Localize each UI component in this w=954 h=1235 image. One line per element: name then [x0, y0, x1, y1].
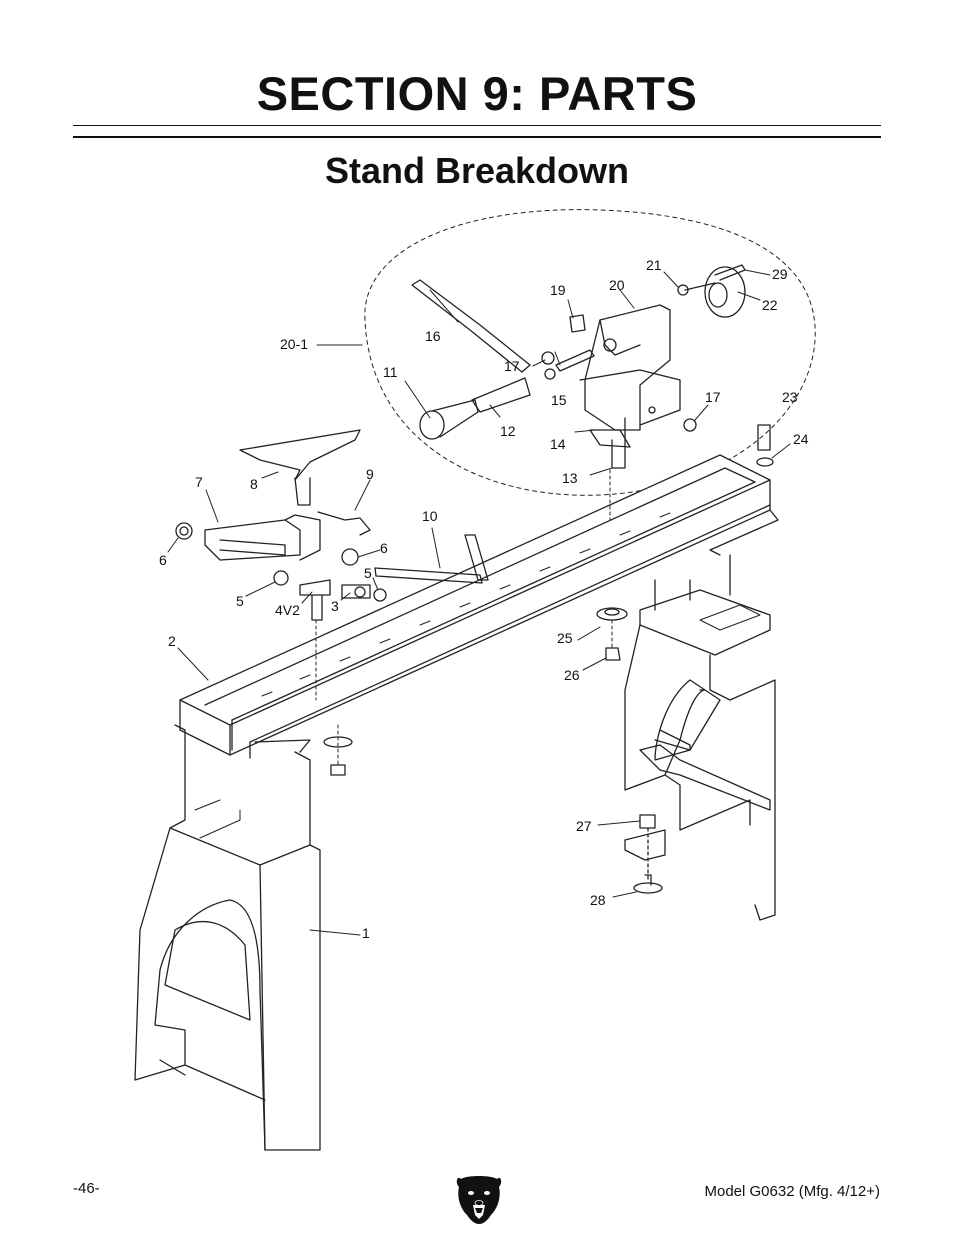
banjo — [204, 514, 321, 561]
callout-6-right: 6 — [380, 540, 388, 556]
callout-5-left: 5 — [236, 593, 244, 609]
callout-27: 27 — [576, 818, 592, 834]
callout-21: 21 — [646, 257, 662, 273]
callout-7: 7 — [195, 474, 203, 490]
section-title: SECTION 9: PARTS — [256, 67, 698, 120]
title-rule-bottom — [73, 136, 881, 138]
callout-14: 14 — [550, 436, 566, 452]
callout-29: 29 — [772, 266, 788, 282]
callout-9: 9 — [366, 466, 374, 482]
callout-8: 8 — [250, 476, 258, 492]
title-rule-top — [73, 125, 881, 126]
grizzly-bear-logo-icon — [456, 1176, 502, 1224]
callout-25: 25 — [557, 630, 573, 646]
callout-17-lower: 17 — [705, 389, 721, 405]
headstock-casting — [579, 304, 681, 469]
callout-3: 3 — [331, 598, 339, 614]
callout-2: 2 — [168, 633, 176, 649]
tool-rest — [239, 429, 361, 506]
part-callouts: 20-1 16 17 19 20 21 29 22 11 15 12 14 13… — [159, 257, 809, 941]
callout-23: 23 — [782, 389, 798, 405]
callout-13: 13 — [562, 470, 578, 486]
callout-22: 22 — [762, 297, 778, 313]
left-leg — [134, 724, 321, 1151]
callout-5-right: 5 — [364, 565, 372, 581]
callout-12: 12 — [500, 423, 516, 439]
stand-breakdown-heading: Stand Breakdown — [324, 150, 630, 191]
banjo-lever — [374, 534, 489, 584]
leader-lines — [167, 269, 791, 936]
callout-6-left: 6 — [159, 552, 167, 568]
callout-24: 24 — [793, 431, 809, 447]
callout-26: 26 — [564, 667, 580, 683]
callout-19: 19 — [550, 282, 566, 298]
callout-15: 15 — [551, 392, 567, 408]
callout-20: 20 — [609, 277, 625, 293]
callout-4v2: 4V2 — [275, 602, 300, 618]
page-number: -46- — [73, 1180, 100, 1197]
callout-16: 16 — [425, 328, 441, 344]
callout-28: 28 — [590, 892, 606, 908]
callout-10: 10 — [422, 508, 438, 524]
callout-11: 11 — [383, 364, 398, 380]
callout-1: 1 — [362, 925, 370, 941]
bed-rails — [179, 454, 779, 759]
model-info: Model G0632 (Mfg. 4/12+) — [704, 1183, 880, 1200]
callout-17-upper: 17 — [504, 358, 520, 374]
clamp-19 — [569, 314, 586, 333]
washer-6 — [175, 522, 193, 540]
callout-20-1: 20-1 — [280, 336, 308, 352]
right-leg — [624, 554, 776, 921]
headstock-assembly-outline — [364, 209, 816, 496]
